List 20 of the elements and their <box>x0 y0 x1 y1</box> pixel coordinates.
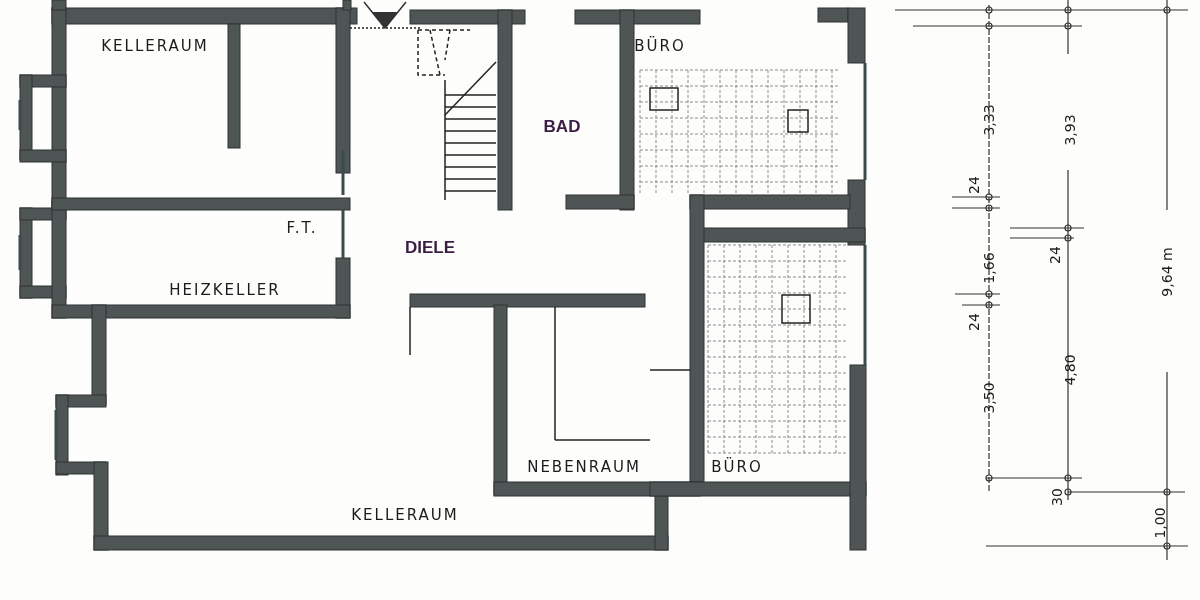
dimension-label: 1,00 <box>1153 507 1167 539</box>
dimension-label: 24 <box>967 313 981 331</box>
room-label: DIELE <box>404 238 456 256</box>
room-label: BAD <box>543 117 581 135</box>
room-label: BÜRO <box>634 38 686 54</box>
room-label: BÜRO <box>711 459 763 475</box>
room-label: HEIZKELLER <box>169 282 281 298</box>
room-label: F.T. <box>286 220 318 236</box>
room-label: KELLERAUM <box>351 507 459 523</box>
dimension-label: 3,33 <box>982 104 996 136</box>
dimension-label: 24 <box>967 176 981 194</box>
dimension-label: 24 <box>1048 246 1062 264</box>
dimension-label: 9,64 m <box>1160 247 1174 297</box>
dimension-label: 30 <box>1050 488 1064 506</box>
dimension-label: 3,93 <box>1063 114 1077 146</box>
dimension-label: 1,66 <box>982 252 996 284</box>
dimension-label: 4,80 <box>1063 354 1077 386</box>
dimension-label: 3,50 <box>982 382 996 414</box>
room-label: KELLERAUM <box>101 38 209 54</box>
room-label: NEBENRAUM <box>527 459 641 475</box>
